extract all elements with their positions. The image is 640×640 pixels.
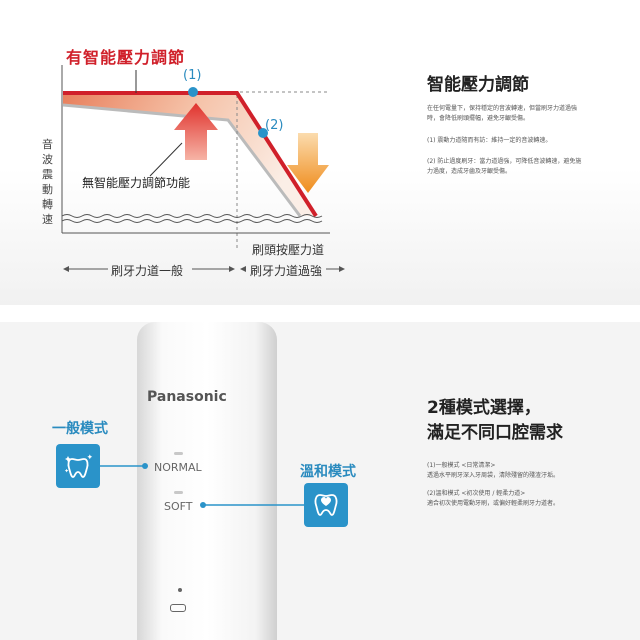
- mode-item-2-title: (2)溫和模式 <初次使用 / 輕柔力道>: [427, 490, 526, 497]
- tooth-heart-icon: [314, 494, 338, 516]
- gentle-mode-icon-box: [304, 483, 348, 527]
- point-1-label: (1): [183, 68, 202, 83]
- soft-indicator-light: [174, 491, 183, 494]
- pressure-intro-line: 在任何電量下，保持穩定的音波轉速，但當刷牙力道過強: [427, 105, 578, 112]
- marker-point-1: [188, 87, 198, 97]
- y-label-char: 動: [42, 183, 53, 196]
- mode-title-line-2: 滿足不同口腔需求: [427, 423, 563, 443]
- range-normal-arrowhead-right: [229, 266, 235, 272]
- with-regulation-line: [63, 91, 318, 218]
- toothbrush-handle: [137, 322, 277, 640]
- pressure-item-2: (2) 防止過度刷牙：當力道過強，可降低音波轉速，避免施 力過度，造成牙齒及牙齦…: [427, 157, 627, 177]
- pressure-intro: 在任何電量下，保持穩定的音波轉速，但當刷牙力道過強 時，會降低刷頭擺幅，避免牙齦…: [427, 104, 627, 124]
- pressure-panel: [0, 0, 640, 305]
- mode-normal-text: NORMAL: [154, 461, 202, 474]
- marker-point-2: [258, 128, 268, 138]
- normal-indicator-light: [174, 452, 183, 455]
- without-label-leader: [149, 142, 183, 177]
- mode-soft-text: SOFT: [164, 500, 193, 513]
- y-axis-label: 音 波 震 動 轉 速: [42, 137, 53, 227]
- y-label-char: 波: [42, 153, 53, 166]
- pressure-item-2-line: (2) 防止過度刷牙：當力道過強，可降低音波轉速，避免施: [427, 158, 582, 165]
- tooth-sparkle-icon: [64, 454, 93, 478]
- mode-title: 2種模式選擇， 滿足不同口腔需求: [427, 396, 563, 446]
- wave-line: [61, 214, 323, 218]
- modes-panel: [0, 322, 640, 640]
- without-regulation-label: 無智能壓力調節功能: [82, 176, 191, 190]
- range-strong-arrowhead-left: [240, 266, 246, 272]
- mode-title-line-1: 2種模式選擇，: [427, 398, 541, 418]
- wave-line-2: [61, 219, 323, 223]
- y-label-char: 轉: [42, 198, 53, 211]
- x-label-strong: 刷牙力道過強: [250, 264, 323, 278]
- range-strong-arrowhead-right: [339, 266, 345, 272]
- normal-mode-label: 一般模式: [52, 421, 108, 437]
- x-label-threshold: 刷頭按壓力道: [252, 243, 325, 257]
- mode-item-1: (1)一般模式 <日常清潔> 透過水平刷牙深入牙周袋，清除殘留的殘渣汙垢。: [427, 461, 632, 481]
- mode-item-2: (2)溫和模式 <初次使用 / 輕柔力道> 適合初次使用電動牙刷，或偏好輕柔刷牙…: [427, 489, 632, 509]
- y-label-char: 速: [42, 213, 53, 226]
- pressure-item-2-line: 力過度，造成牙齒及牙齦受傷。: [427, 168, 512, 175]
- y-label-char: 音: [42, 138, 53, 151]
- power-button[interactable]: [170, 604, 186, 612]
- without-regulation-line: [62, 103, 302, 217]
- pressure-item-1: (1) 震動力道隨而有訪：維持一定的音波轉速。: [427, 137, 552, 144]
- brand-logo: Panasonic: [147, 389, 227, 405]
- pressure-title: 智能壓力調節: [427, 75, 529, 95]
- power-led: [178, 588, 182, 592]
- decrease-arrow: [287, 133, 329, 193]
- mode-item-1-desc: 透過水平刷牙深入牙周袋，清除殘留的殘渣汙垢。: [427, 472, 560, 479]
- mode-connectors: [100, 463, 304, 508]
- normal-mode-icon-box: [56, 444, 100, 488]
- mode-item-1-title: (1)一般模式 <日常清潔>: [427, 462, 496, 469]
- x-label-normal: 刷牙力道一般: [111, 264, 184, 278]
- increase-arrow: [174, 103, 218, 160]
- with-regulation-label: 有智能壓力調節: [66, 48, 186, 67]
- point-2-label: (2): [265, 118, 284, 133]
- difference-area: [63, 93, 316, 216]
- range-normal-arrowhead-left: [63, 266, 69, 272]
- pressure-intro-line: 時，會降低刷頭擺幅，避免牙齦受傷。: [427, 115, 530, 122]
- pressure-diagram: [61, 65, 345, 272]
- mode-item-2-desc: 適合初次使用電動牙刷，或偏好輕柔刷牙力道者。: [427, 500, 560, 507]
- y-label-char: 震: [42, 168, 53, 181]
- gentle-mode-label: 溫和模式: [300, 464, 356, 480]
